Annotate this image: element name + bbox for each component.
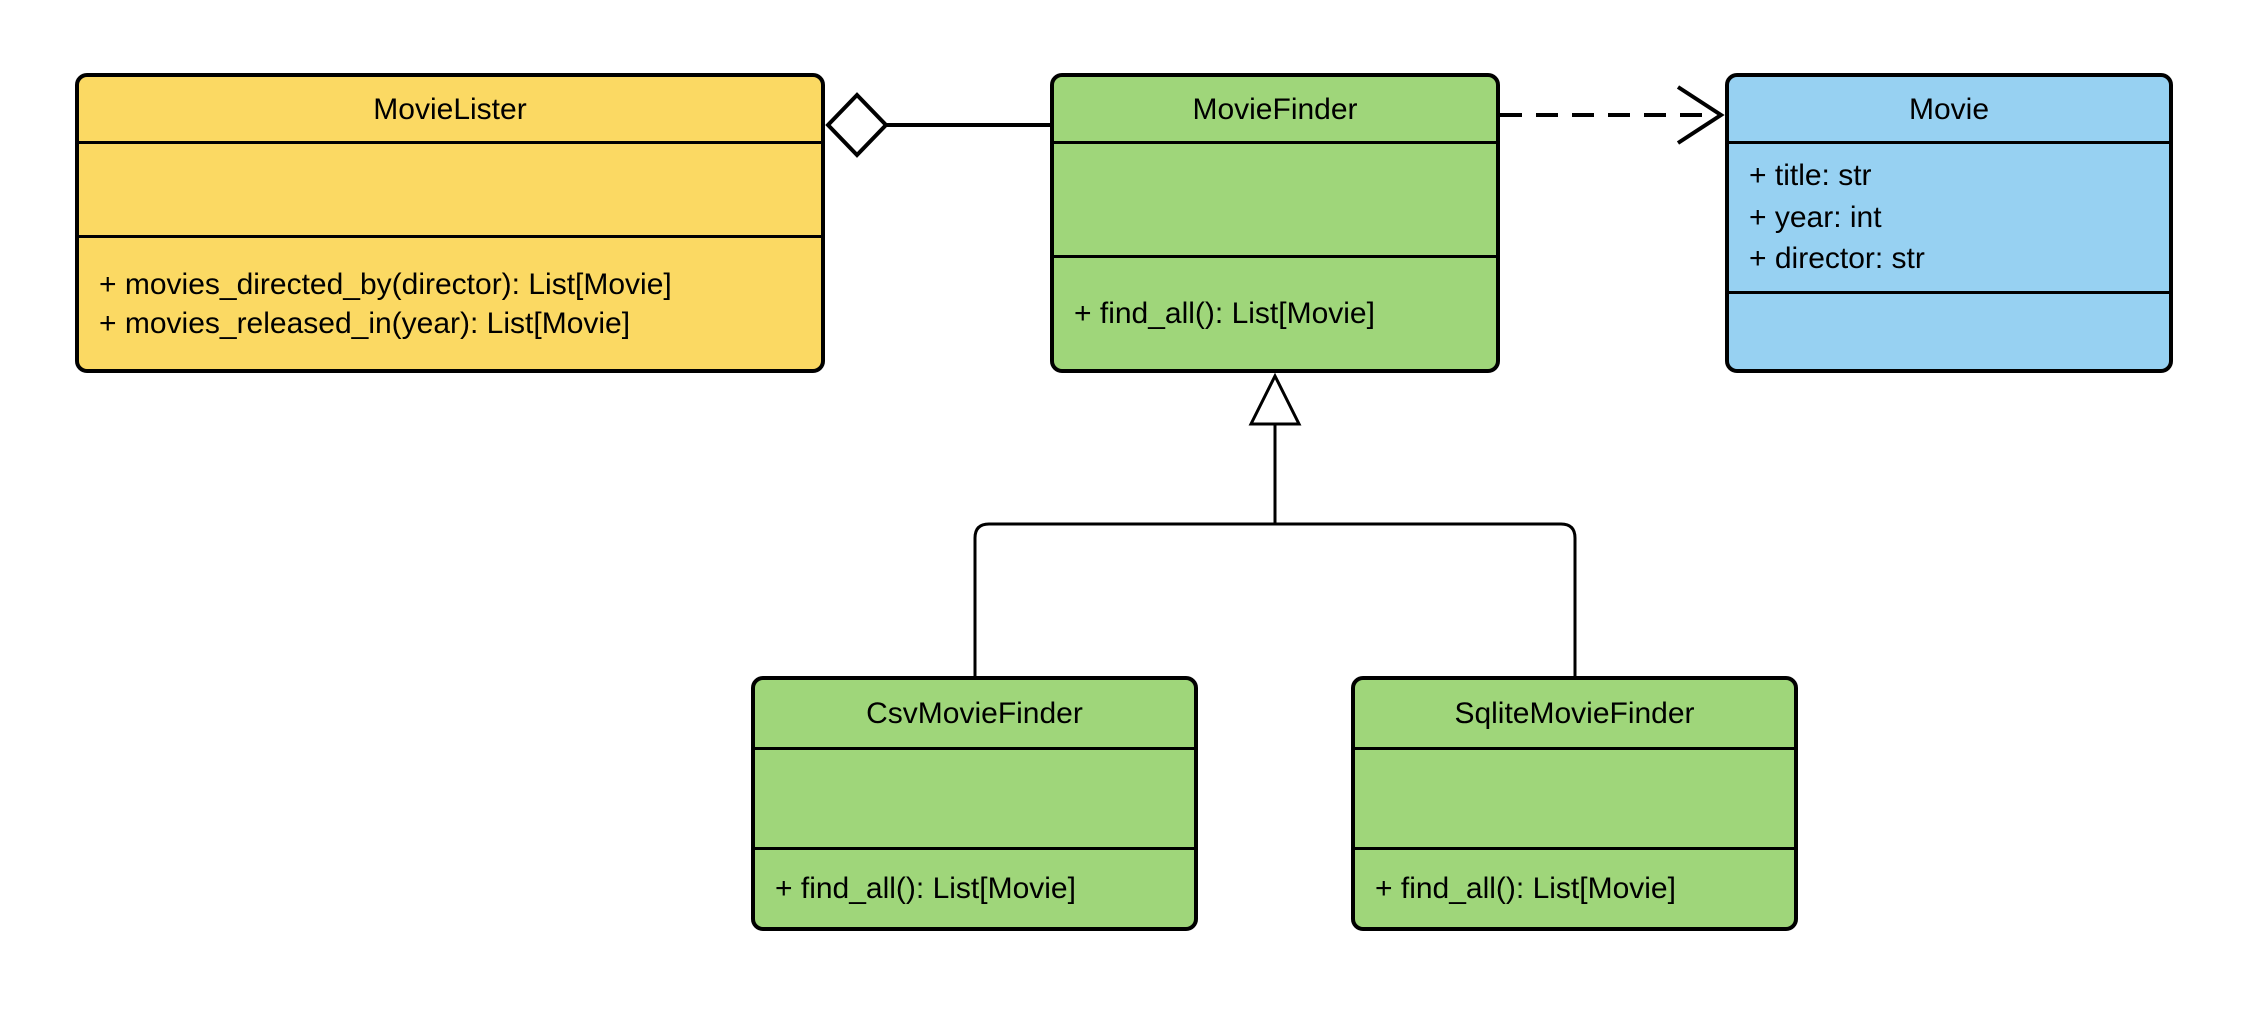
dependency-open-arrowhead — [1676, 85, 1725, 145]
methods-compartment: + find_all(): List[Movie] — [755, 850, 1194, 927]
class-title-bar: MovieFinder — [1054, 77, 1496, 144]
attributes-compartment: + title: str + year: int + director: str — [1729, 144, 2169, 294]
class-name: Movie — [1908, 92, 1990, 126]
class-name: MovieLister — [373, 92, 527, 126]
attribute-label: + director: str — [1749, 242, 1925, 276]
method-label: + movies_released_in(year): List[Movie] — [99, 306, 631, 340]
methods-compartment: + movies_directed_by(director): List[Mov… — [79, 238, 821, 369]
attributes-compartment — [1054, 144, 1496, 258]
class-title-bar: CsvMovieFinder — [755, 680, 1194, 750]
class-csvmoviefinder: CsvMovieFinder + find_all(): List[Movie] — [751, 676, 1198, 931]
class-title-bar: MovieLister — [79, 77, 821, 144]
methods-compartment: + find_all(): List[Movie] — [1355, 850, 1794, 927]
method-label: + find_all(): List[Movie] — [775, 872, 1076, 905]
class-movielister: MovieLister + movies_directed_by(directo… — [75, 73, 825, 373]
method-label: + find_all(): List[Movie] — [1375, 872, 1676, 905]
methods-compartment: + find_all(): List[Movie] — [1054, 258, 1496, 369]
method-label: + movies_directed_by(director): List[Mov… — [99, 267, 672, 301]
attribute-label: + title: str — [1749, 159, 1872, 193]
attributes-compartment — [79, 144, 821, 238]
method-label: + find_all(): List[Movie] — [1074, 297, 1375, 330]
class-sqlitemoviefinder: SqliteMovieFinder + find_all(): List[Mov… — [1351, 676, 1798, 931]
methods-compartment — [1729, 294, 2169, 369]
class-title-bar: SqliteMovieFinder — [1355, 680, 1794, 750]
attributes-compartment — [1355, 750, 1794, 850]
generalization-branch-line — [973, 522, 1577, 676]
attribute-label: + year: int — [1749, 200, 1882, 234]
class-name: MovieFinder — [1192, 92, 1358, 126]
aggregation-diamond — [825, 92, 889, 158]
class-moviefinder: MovieFinder + find_all(): List[Movie] — [1050, 73, 1500, 373]
class-movie: Movie + title: str + year: int + directo… — [1725, 73, 2173, 373]
generalization-triangle — [1248, 372, 1302, 426]
attributes-compartment — [755, 750, 1194, 850]
class-name: SqliteMovieFinder — [1454, 697, 1695, 730]
class-title-bar: Movie — [1729, 77, 2169, 144]
class-name: CsvMovieFinder — [866, 697, 1083, 730]
